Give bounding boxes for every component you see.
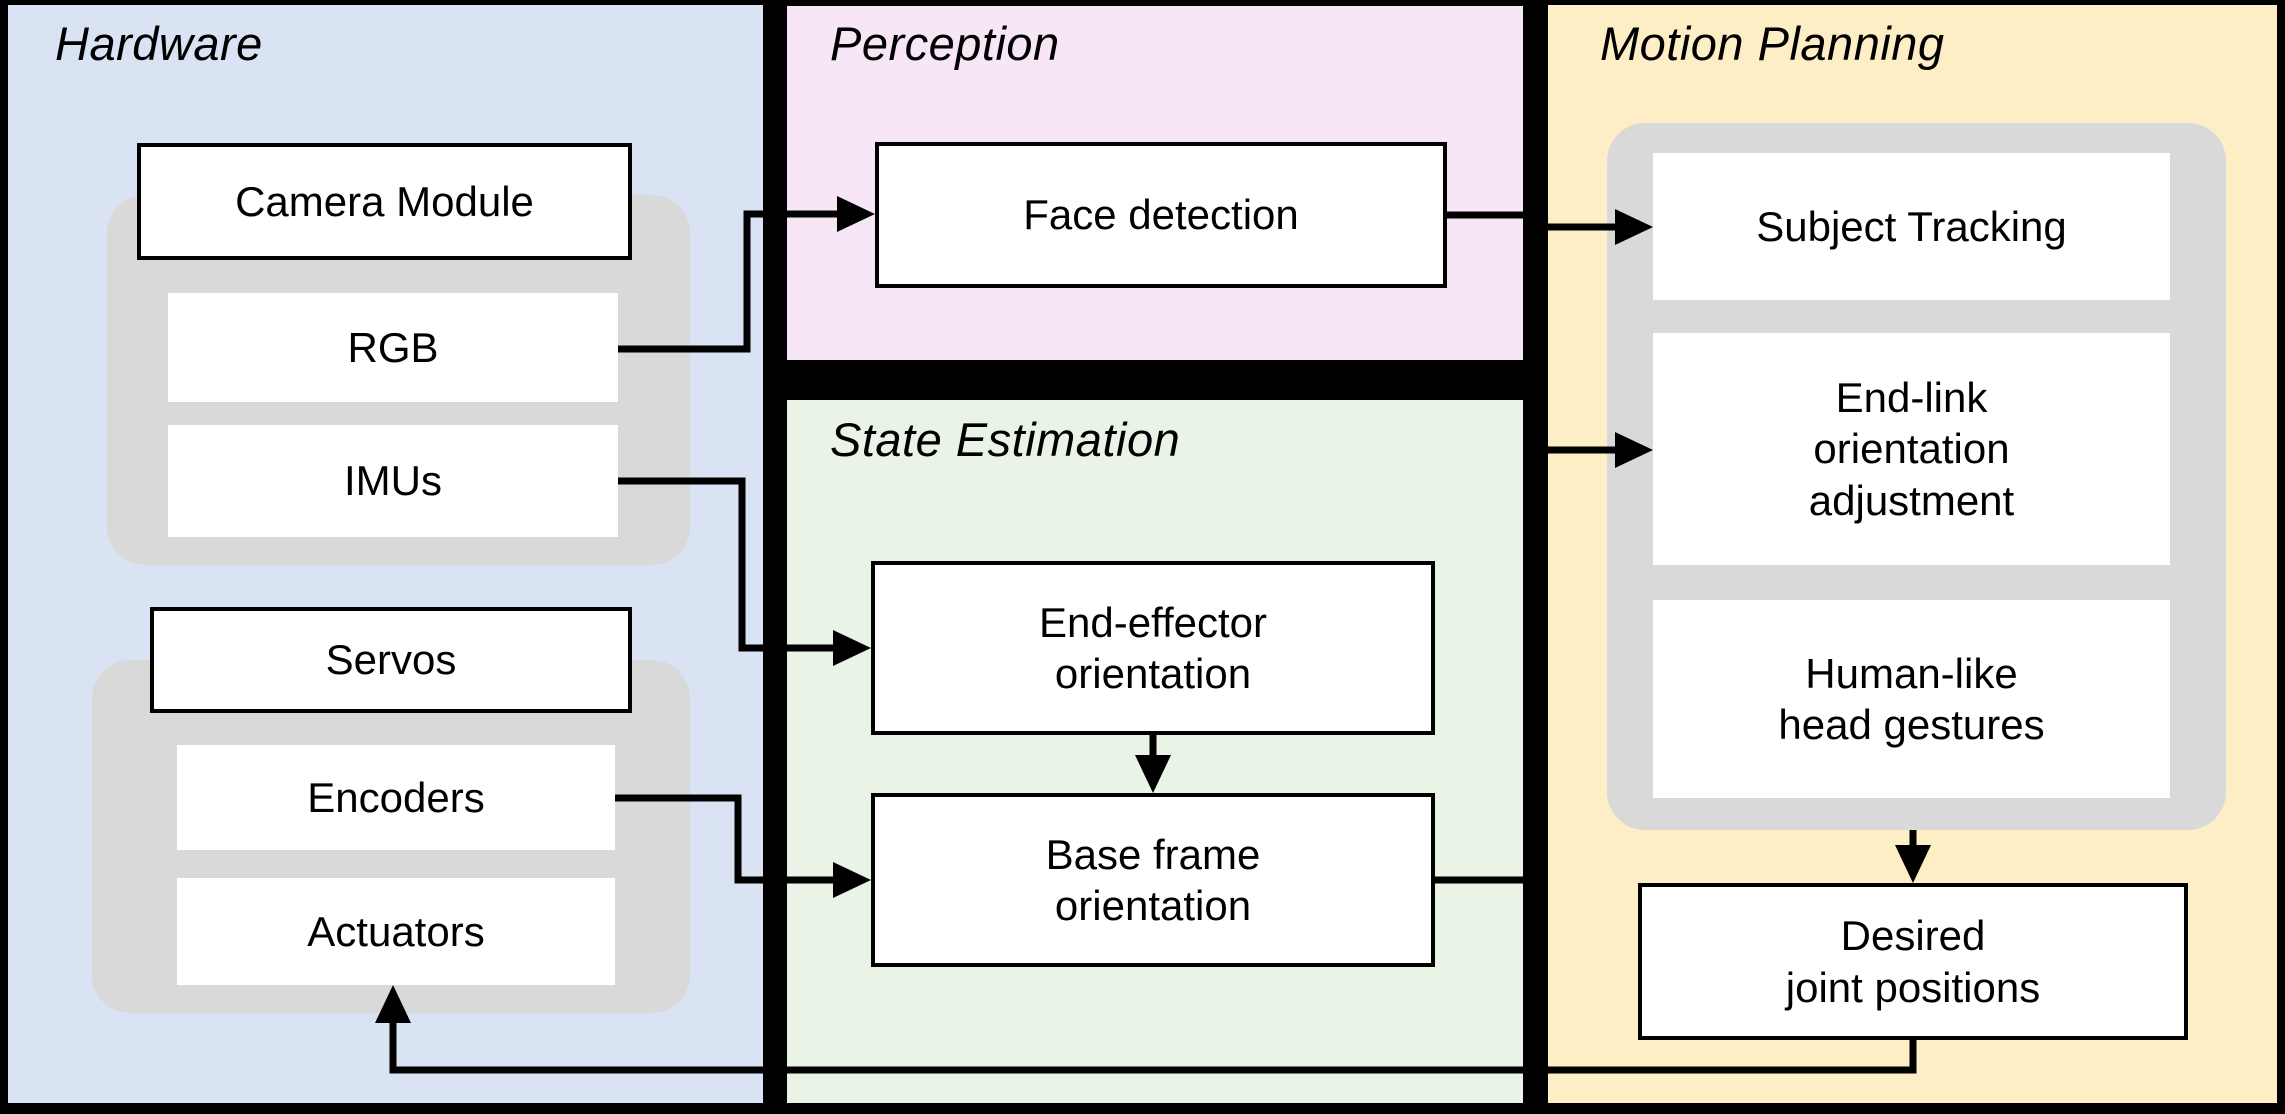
base-frame-orientation-box: Base frame orientation (871, 793, 1435, 967)
motion-planning-title: Motion Planning (1600, 17, 1945, 70)
servos-box: Servos (150, 607, 632, 713)
imus-box: IMUs (168, 425, 618, 537)
human-like-head-gestures-box: Human-like head gestures (1653, 600, 2170, 798)
subject-tracking-box: Subject Tracking (1653, 153, 2170, 300)
rgb-box: RGB (168, 293, 618, 402)
camera-module-box: Camera Module (137, 143, 632, 260)
actuators-box: Actuators (177, 878, 615, 985)
hardware-title: Hardware (55, 17, 263, 70)
face-detection-box: Face detection (875, 142, 1447, 288)
encoders-box: Encoders (177, 745, 615, 850)
perception-title: Perception (830, 17, 1060, 70)
state-estimation-title: State Estimation (830, 413, 1181, 466)
end-link-orientation-adjustment-box: End-link orientation adjustment (1653, 333, 2170, 565)
state-estimation-panel (787, 400, 1523, 1103)
desired-joint-positions-box: Desired joint positions (1638, 883, 2188, 1040)
end-effector-orientation-box: End-effector orientation (871, 561, 1435, 735)
